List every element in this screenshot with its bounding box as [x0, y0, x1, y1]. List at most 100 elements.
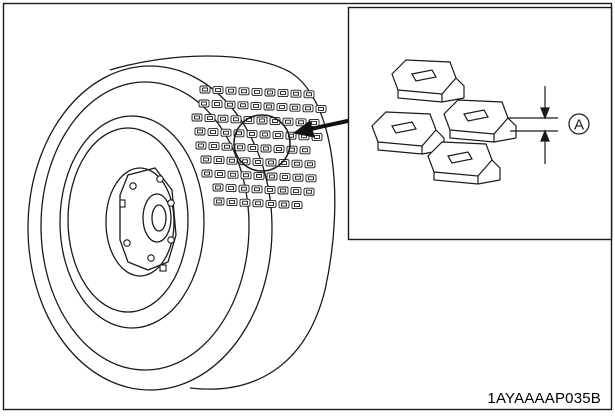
tread-block-groove — [228, 186, 234, 191]
tread-block-groove — [306, 189, 312, 194]
tread-block-groove — [220, 116, 226, 121]
tread-block-groove — [268, 160, 274, 165]
tire-outer-sidewall — [27, 65, 273, 391]
tread-block-groove — [307, 162, 313, 167]
tread-block-groove — [275, 133, 281, 138]
callout-label: A — [574, 117, 584, 134]
tread-block-groove — [194, 115, 200, 120]
tread-block-groove — [216, 158, 222, 163]
inset-block-groove — [447, 151, 473, 164]
tread-block-groove — [254, 187, 260, 192]
tread-block-groove — [306, 92, 312, 97]
tread-block-groove — [308, 176, 314, 181]
tread-block-groove — [267, 90, 273, 95]
wheel-dish — [105, 167, 175, 277]
tread-block-groove — [253, 103, 259, 108]
inset-block-groove — [391, 121, 417, 134]
tread-block-groove — [276, 147, 282, 152]
tread-block-groove — [302, 148, 308, 153]
tread-block-groove — [203, 157, 209, 162]
pointer-arrow — [292, 118, 353, 138]
tread-block-groove — [254, 89, 260, 94]
tread-block-groove — [224, 144, 230, 149]
tread-block-groove — [298, 120, 304, 125]
tread-block-groove — [293, 189, 299, 194]
tread-block-groove — [229, 158, 235, 163]
tread-block-groove — [256, 173, 262, 178]
inset-block-side — [433, 159, 501, 185]
tread-block-groove — [210, 130, 216, 135]
tread-block-groove — [243, 173, 249, 178]
tread-block-groove — [227, 102, 233, 107]
tread-block-groove — [279, 105, 285, 110]
tire-sidewall-inner — [40, 81, 250, 371]
tread-block-groove — [294, 203, 300, 208]
inset-block-groove — [411, 69, 437, 82]
inset-tread-blocks — [371, 59, 517, 185]
tread-block-groove — [211, 144, 217, 149]
tread-block-groove — [228, 88, 234, 93]
tread-block-groove — [202, 87, 208, 92]
tread-block-groove — [236, 131, 242, 136]
tread-block-groove — [294, 161, 300, 166]
tread-block-groove — [241, 89, 247, 94]
tire — [27, 55, 336, 391]
tread-block-groove — [249, 131, 255, 136]
tread-block-groove — [223, 130, 229, 135]
tread-block-groove — [268, 201, 274, 206]
tread-block-groove — [229, 200, 235, 205]
tread-block-groove — [255, 159, 261, 164]
tread-block-groove — [241, 186, 247, 191]
tread-block-groove — [215, 185, 221, 190]
tread-block-groove — [240, 103, 246, 108]
tread-block-groove — [216, 199, 222, 204]
tread-block-groove — [263, 146, 269, 151]
tread-block-groove — [242, 200, 248, 205]
figure-code: 1AYAAAAP035B — [487, 390, 601, 407]
tread-block-groove — [207, 116, 213, 121]
tread-block-groove — [217, 172, 223, 177]
tread-block-groove — [280, 91, 286, 96]
tread-block-groove — [215, 88, 221, 93]
tread-block-groove — [280, 188, 286, 193]
tread-block-groove — [314, 134, 320, 139]
tread-block-groove — [289, 147, 295, 152]
inset-block-side — [449, 117, 517, 143]
lug-nuts — [119, 175, 175, 272]
tread-block-groove — [295, 175, 301, 180]
tread-block-groove — [233, 117, 239, 122]
tread-block-groove — [201, 101, 207, 106]
magnifier-circle — [233, 114, 291, 172]
tread-block-groove — [242, 159, 248, 164]
tread-block-groove — [250, 145, 256, 150]
tread-block-groove — [282, 175, 288, 180]
tread-block-groove — [214, 102, 220, 107]
tread-block-groove — [237, 145, 243, 150]
tread-blocks — [191, 85, 327, 210]
callout-icon — [568, 113, 590, 135]
inset-block-side — [397, 77, 465, 103]
callout-a: A — [568, 113, 590, 135]
tread-block-groove — [266, 104, 272, 109]
hub-center — [142, 193, 172, 243]
tread-block-groove — [259, 118, 265, 123]
tire-tread-back — [109, 55, 336, 390]
tread-block-groove — [204, 171, 210, 176]
tread-block-groove — [305, 106, 311, 111]
tread-block-groove — [285, 119, 291, 124]
tread-block-groove — [272, 119, 278, 124]
tread-block-groove — [292, 105, 298, 110]
wheel-rim-inner — [67, 127, 189, 313]
tread-block-groove — [198, 143, 204, 148]
tread-block-groove — [293, 91, 299, 96]
tread-depth-indicator — [508, 86, 558, 164]
tread-block-groove — [311, 120, 317, 125]
tread-block-groove — [318, 106, 324, 111]
tread-block-groove — [197, 129, 203, 134]
tread-block-groove — [255, 201, 261, 206]
tread-block-groove — [262, 132, 268, 137]
tread-block-groove — [230, 172, 236, 177]
tread-block-groove — [267, 187, 273, 192]
